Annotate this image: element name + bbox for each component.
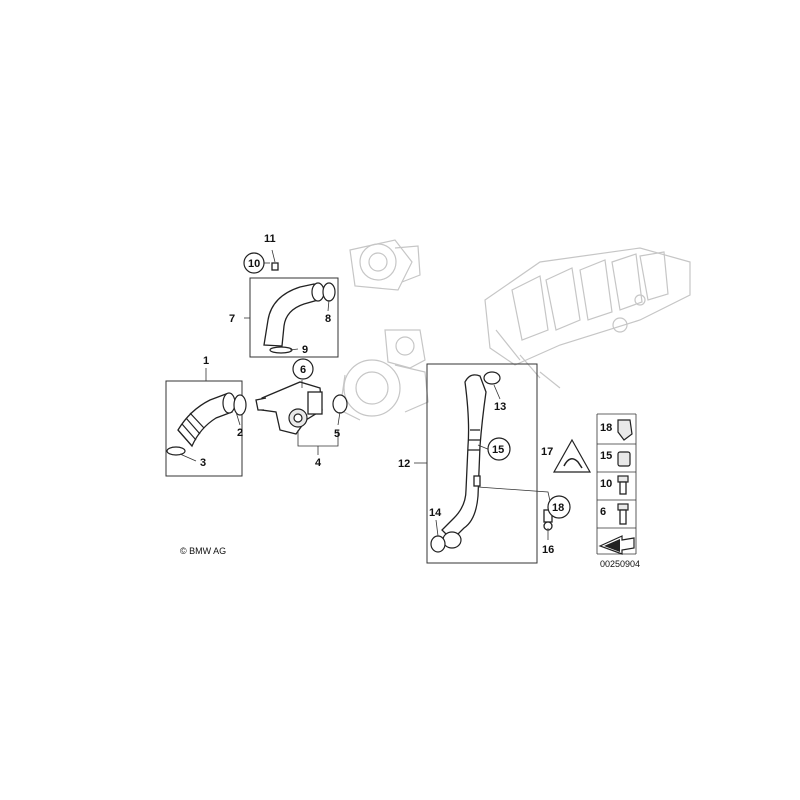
callout-2: 2 bbox=[237, 427, 243, 439]
callout-16: 16 bbox=[542, 544, 554, 556]
callout-4: 4 bbox=[315, 457, 322, 469]
callout-5: 5 bbox=[334, 428, 340, 440]
legend-label-10: 10 bbox=[600, 478, 612, 490]
screw-icon bbox=[617, 503, 629, 525]
callout-13: 13 bbox=[494, 401, 506, 413]
callout-15: 15 bbox=[492, 444, 504, 456]
group-frame-12 bbox=[426, 363, 538, 564]
group-frame-1 bbox=[165, 380, 243, 477]
intake-pipe-assembly bbox=[263, 262, 336, 354]
charge-pipe-assembly bbox=[430, 371, 501, 553]
small-parts-legend: 18 15 10 6 bbox=[596, 413, 637, 555]
leader-lines bbox=[179, 249, 551, 540]
callout-3: 3 bbox=[200, 457, 206, 469]
callout-10-circle bbox=[243, 252, 265, 274]
callout-7: 7 bbox=[229, 313, 235, 325]
callout-6: 6 bbox=[300, 364, 306, 376]
callout-8: 8 bbox=[325, 313, 331, 325]
callout-1: 1 bbox=[203, 355, 209, 367]
callout-6-circle bbox=[292, 358, 314, 380]
callout-15-circle bbox=[487, 437, 511, 461]
ghost-intake-manifold bbox=[484, 247, 691, 389]
callout-18: 18 bbox=[552, 502, 564, 514]
callout-14: 14 bbox=[429, 507, 442, 519]
legend-label-18: 18 bbox=[600, 422, 612, 434]
clip-icon bbox=[617, 419, 633, 441]
screw-icon bbox=[617, 475, 629, 495]
callout-18-circle bbox=[547, 495, 571, 519]
callout-12: 12 bbox=[398, 458, 410, 470]
callout-labels: 1 2 3 4 5 6 7 8 9 10 11 12 13 14 15 16 1… bbox=[200, 233, 592, 556]
warning-symbol-icon bbox=[563, 458, 583, 469]
valve-housing-assembly bbox=[255, 381, 348, 435]
callout-11: 11 bbox=[264, 233, 276, 245]
intake-hose-assembly bbox=[166, 392, 247, 456]
ghost-turbocharger-upper bbox=[349, 239, 421, 291]
warning-triangle-icon bbox=[552, 438, 592, 473]
legend-label-15: 15 bbox=[600, 450, 612, 462]
group-frame-7 bbox=[249, 277, 339, 358]
legend-label-6: 6 bbox=[600, 506, 606, 518]
ghost-turbocharger-lower bbox=[339, 329, 429, 421]
callout-9: 9 bbox=[302, 344, 308, 356]
drawing-number: 00250904 bbox=[600, 559, 640, 569]
callout-17: 17 bbox=[541, 446, 553, 458]
callout-10: 10 bbox=[248, 258, 260, 270]
copyright-text: © BMW AG bbox=[180, 546, 226, 556]
clamp-icon bbox=[617, 451, 631, 467]
